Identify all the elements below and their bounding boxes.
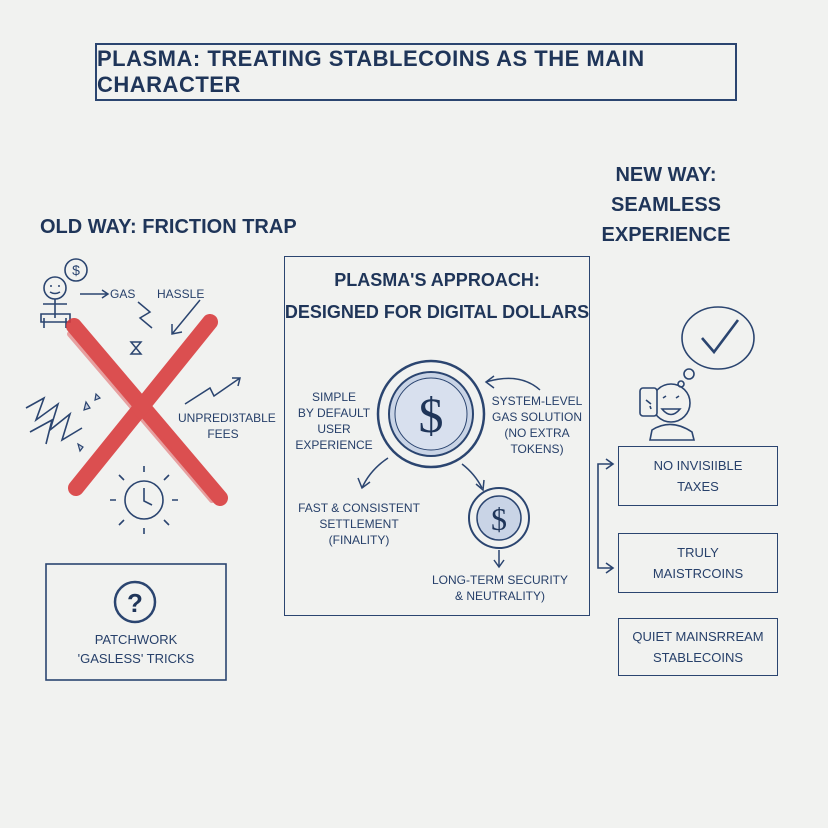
clock-icon [110,466,178,534]
box3-line1: QUIET MAINSRREAM [632,626,763,647]
fast-settlement-label: FAST & CONSISTENT SETTLEMENT (FINALITY) [294,500,424,548]
quiet-mainstream-box: QUIET MAINSRREAM STABLECOINS [618,618,778,676]
gas-solution-line2: GAS SOLUTION [488,409,586,425]
patchwork-line2: 'GASLESS' TRICKS [46,649,226,668]
box2-line2: MAISTRCOINS [653,563,743,584]
security-line1: LONG-TERM SECURITY [430,572,570,588]
hassle-label: HASSLE [157,286,204,302]
hourglass-icon [131,342,141,354]
lightning-scribble-icon [138,302,152,328]
gas-label: GAS [110,286,135,302]
happy-person-icon [640,384,694,440]
gas-solution-line3: (NO EXTRA [488,425,586,441]
simple-line1: SIMPLE [284,389,384,405]
fees-line1: UNPREDI3TABLE [178,410,268,426]
security-line2: & NEUTRALITY) [430,588,570,604]
box3-line2: STABLECOINS [632,647,763,668]
patchwork-line1: PATCHWORK [46,630,226,649]
fast-line2: SETTLEMENT [294,516,424,532]
simple-default-label: SIMPLE BY DEFAULT USER EXPERIENCE [284,389,384,453]
truly-mainstream-box: TRULY MAISTRCOINS [618,533,778,593]
box1-line1: NO INVISIIBLE [654,455,743,476]
gas-solution-line4: TOKENS) [488,441,586,457]
question-mark-icon: ? [115,582,155,622]
gas-solution-line1: SYSTEM-LEVEL [488,393,586,409]
approach-title-line1: PLASMA'S APPROACH: [284,264,590,296]
box1-line2: TAXES [654,476,743,497]
fees-line2: FEES [178,426,268,442]
simple-line3: USER EXPERIENCE [284,421,384,453]
unpredictable-fees-label: UNPREDI3TABLE FEES [178,410,268,442]
gas-arrow-icon [80,290,108,298]
box2-line1: TRULY [653,542,743,563]
patchwork-label: PATCHWORK 'GASLESS' TRICKS [46,630,226,668]
scribble-storm-icon [26,398,82,444]
check-bubble-icon [678,307,754,387]
bracket-arrows-icon [598,459,613,573]
gas-solution-label: SYSTEM-LEVEL GAS SOLUTION (NO EXTRA TOKE… [488,393,586,457]
volatility-line-icon [185,378,240,404]
approach-title-line2: DESIGNED FOR DIGITAL DOLLARS [284,296,590,328]
svg-text:?: ? [127,588,143,618]
dollar-bubble-icon: $ [65,259,87,281]
fast-line1: FAST & CONSISTENT [294,500,424,516]
no-invisible-taxes-box: NO INVISIIBLE TAXES [618,446,778,506]
simple-line2: BY DEFAULT [284,405,384,421]
svg-text:$: $ [72,262,80,278]
stressed-person-icon [41,277,70,328]
fast-line3: (FINALITY) [294,532,424,548]
approach-title: PLASMA'S APPROACH: DESIGNED FOR DIGITAL … [284,264,590,328]
security-label: LONG-TERM SECURITY & NEUTRALITY) [430,572,570,604]
